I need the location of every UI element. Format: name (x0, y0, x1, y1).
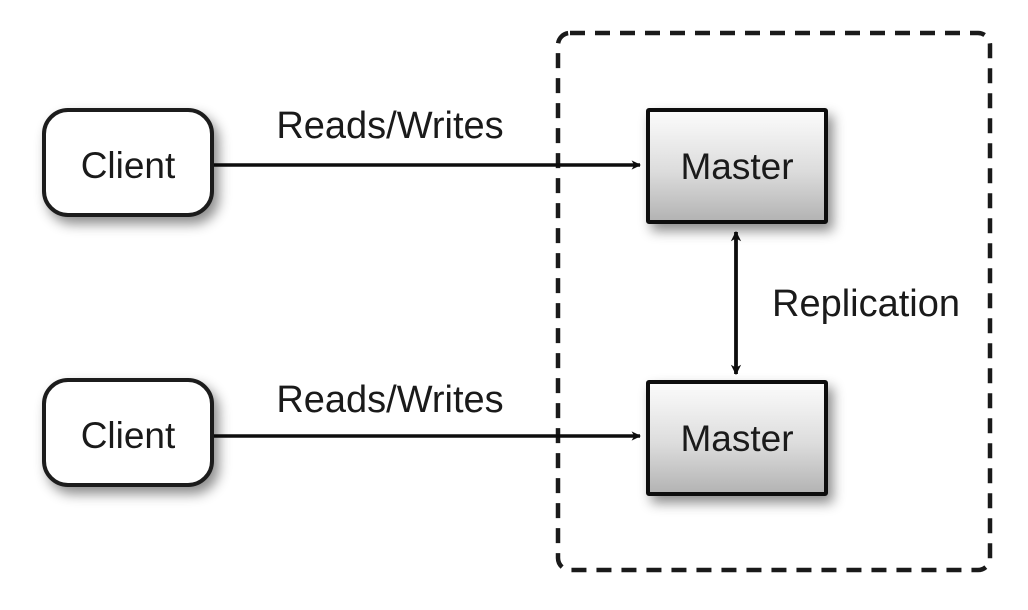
master-top-box[interactable] (646, 108, 828, 224)
client-bottom-box[interactable] (42, 378, 214, 487)
client-top-label: Client (81, 145, 176, 186)
edge-label-replication: Replication (772, 283, 960, 325)
node-client-top[interactable]: Client (42, 108, 214, 217)
node-client-bottom[interactable]: Client (42, 378, 214, 487)
replication-cluster-boundary (555, 30, 993, 573)
edge-label-reads-writes-bottom: Reads/Writes (276, 379, 503, 421)
master-top-label: Master (680, 146, 793, 187)
client-top-box[interactable] (42, 108, 214, 217)
master-bottom-box[interactable] (646, 380, 828, 496)
client-bottom-label: Client (81, 415, 176, 456)
edge-label-reads-writes-top: Reads/Writes (276, 105, 503, 147)
node-master-top[interactable]: Master (646, 108, 828, 224)
node-master-bottom[interactable]: Master (646, 380, 828, 496)
master-bottom-label: Master (680, 418, 793, 459)
